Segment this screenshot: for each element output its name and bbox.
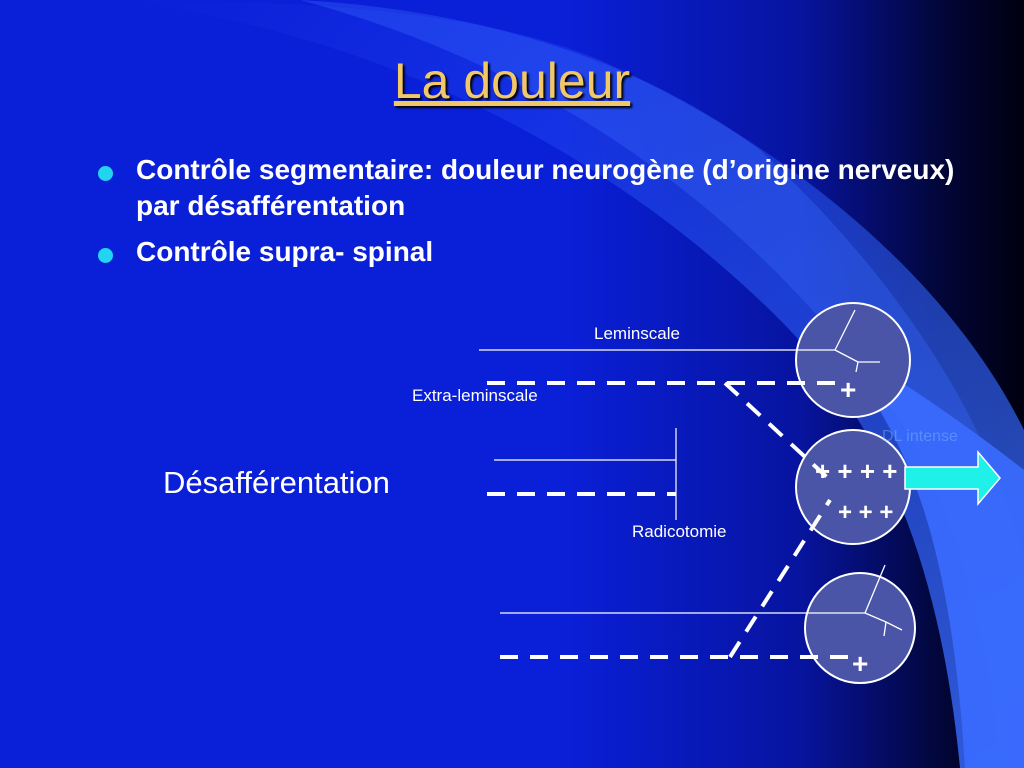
dashed-diagonal-upper [723,381,832,482]
leminscale-label: Leminscale [594,324,680,343]
extra-leminscale-label: Extra-leminscale [412,386,538,405]
plus-middle-row2: + + + [838,499,894,526]
plus-middle-row1: + + + + [815,456,898,486]
faint-arrow-text: DL intense [882,428,958,445]
slide-title: La douleur [393,53,631,109]
dashed-diagonal-lower [728,498,832,659]
bullet-item: Contrôle segmentaire: douleur neurogène … [98,152,958,224]
plus-top: + [840,374,857,405]
bottom-dendrite-icon [864,564,903,637]
bullet-text: Contrôle supra- spinal [136,236,434,267]
desafferentation-label: Désafférentation [163,465,390,500]
bullet-dot-icon [98,248,113,263]
plus-bottom: + [852,648,869,679]
radicotomie-label: Radicotomie [632,522,727,541]
bullet-text: Contrôle segmentaire: douleur neurogène … [136,154,955,221]
bullet-list: Contrôle segmentaire: douleur neurogène … [98,152,958,280]
bullet-dot-icon [98,166,113,181]
bullet-item: Contrôle supra- spinal [98,234,958,270]
top-dendrite-icon [834,309,880,373]
output-arrow-icon [904,449,1001,507]
